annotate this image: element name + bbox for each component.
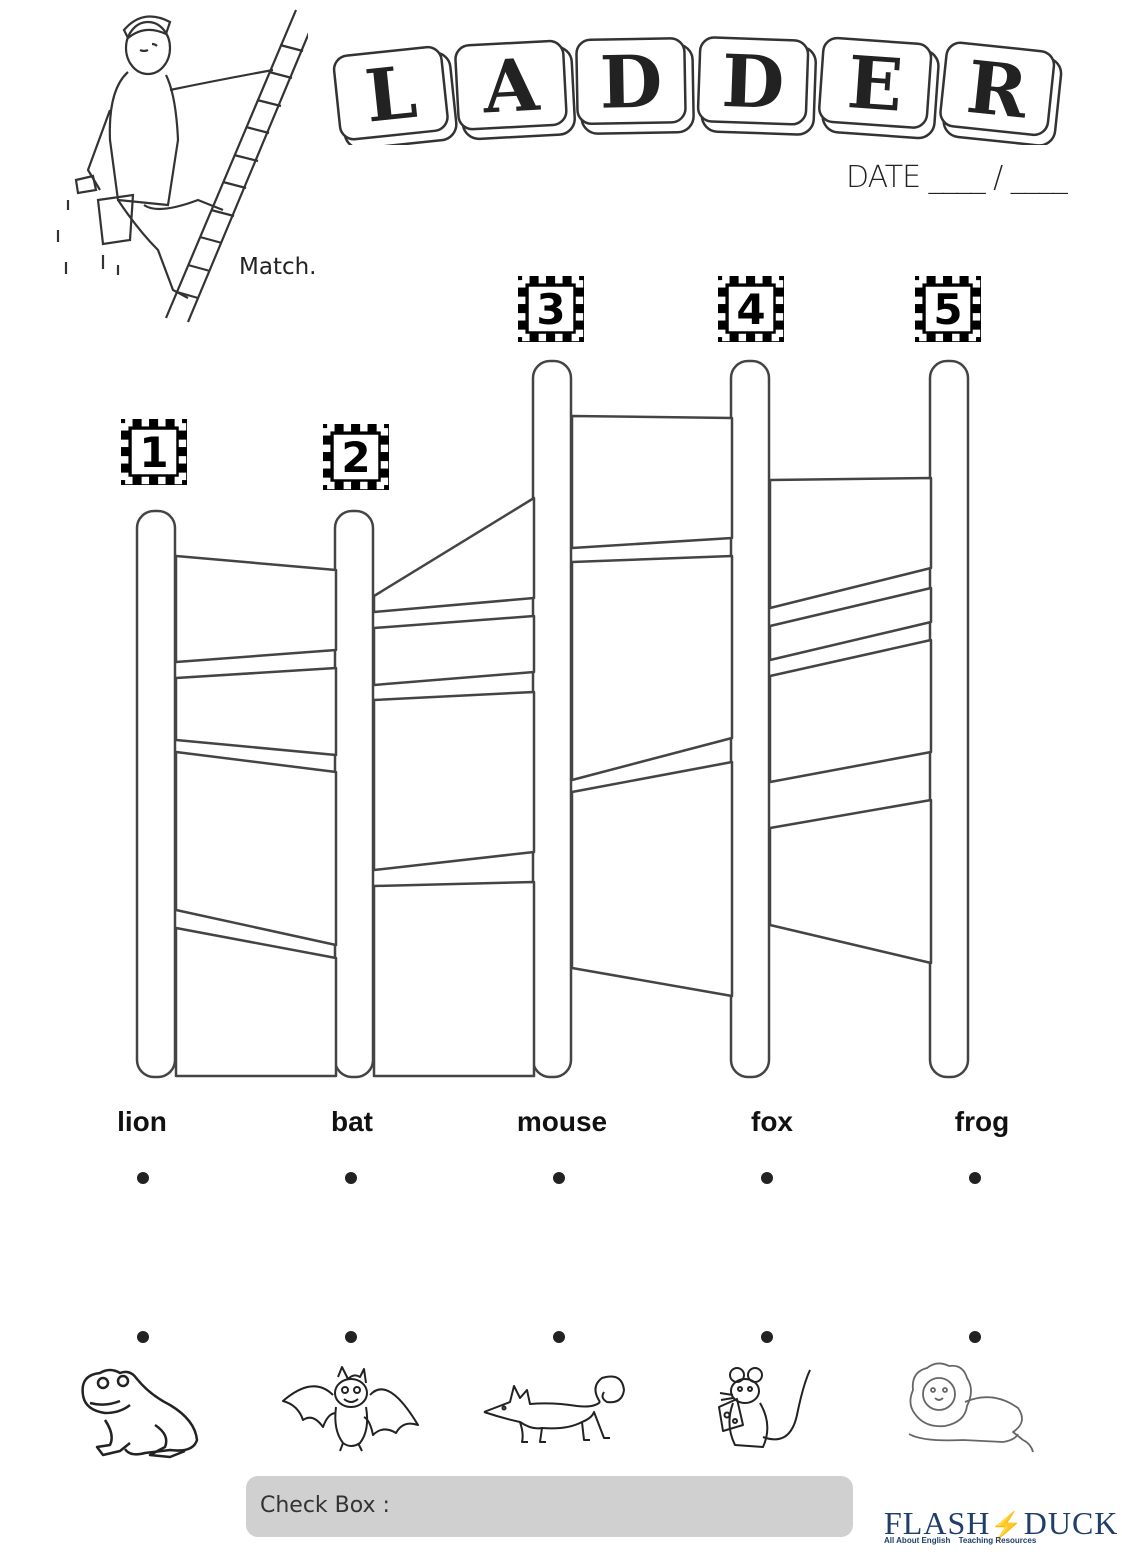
brand-name-part1: FLASH xyxy=(884,1505,991,1541)
title-block-6: R xyxy=(939,41,1063,145)
ladder-number-3: 3 xyxy=(536,285,565,334)
date-separator: / xyxy=(993,160,1003,195)
ladder-number-badge-1: 1 xyxy=(121,419,187,485)
ladder-rail-4 xyxy=(729,359,771,1079)
picture-dot-1[interactable] xyxy=(137,1331,149,1343)
picture-dot-2[interactable] xyxy=(345,1331,357,1343)
instruction-text: Match. xyxy=(239,254,317,280)
title-letter-2: A xyxy=(480,42,542,130)
brand-tagline-1: All About English xyxy=(884,1536,951,1545)
title-letter-1: L xyxy=(361,49,420,139)
ladder-number-1: 1 xyxy=(139,428,168,477)
date-blank-2[interactable]: ____ xyxy=(1010,160,1068,195)
fox-icon xyxy=(483,1375,625,1443)
picture-dot-4[interactable] xyxy=(761,1331,773,1343)
ladder-number-2: 2 xyxy=(341,433,370,482)
title-letter-5: E xyxy=(845,39,906,128)
title-block-4: D xyxy=(696,36,817,136)
title-letter-3: D xyxy=(599,38,663,124)
word-mouse: mouse xyxy=(516,1106,608,1137)
ladder-rail-5 xyxy=(928,359,970,1079)
date-blank-1[interactable]: ____ xyxy=(928,160,986,195)
picture-dot-3[interactable] xyxy=(553,1331,565,1343)
lightning-icon: ⚡ xyxy=(990,1511,1024,1540)
word-frog: frog xyxy=(954,1106,1010,1137)
lion-icon xyxy=(908,1362,1034,1453)
word-fox: fox xyxy=(751,1106,793,1137)
word-bat: bat xyxy=(331,1106,373,1137)
ladder-diagram: 1 2 3 4 5 xyxy=(121,276,981,1079)
flashduck-logo: FLASH⚡DUCK All About English Teaching Re… xyxy=(884,1505,1117,1551)
ladder-number-badge-3: 3 xyxy=(518,276,584,342)
word-dot-2[interactable] xyxy=(345,1172,357,1184)
ladder-number-4: 4 xyxy=(736,285,765,334)
title-block-2: A xyxy=(454,39,576,141)
title-block-3: D xyxy=(575,37,695,135)
word-dot-5[interactable] xyxy=(969,1172,981,1184)
check-box[interactable]: Check Box : xyxy=(246,1476,853,1537)
word-dot-3[interactable] xyxy=(553,1172,565,1184)
brand-tagline-2: Teaching Resources xyxy=(958,1536,1037,1545)
ladder-number-badge-4: 4 xyxy=(718,276,784,342)
date-line: DATE ____ / ____ xyxy=(846,160,1068,195)
word-dot-1[interactable] xyxy=(137,1172,149,1184)
ladder-rail-3 xyxy=(531,359,573,1079)
date-label: DATE xyxy=(846,160,921,195)
check-box-label: Check Box : xyxy=(260,1493,390,1518)
ladder-rail-2 xyxy=(333,509,375,1079)
ladder-number-badge-5: 5 xyxy=(915,276,981,342)
mouse-icon xyxy=(718,1367,811,1448)
frog-icon xyxy=(81,1368,199,1459)
bat-icon xyxy=(282,1366,419,1452)
ladder-rail-1 xyxy=(135,509,177,1079)
title-block-5: E xyxy=(818,36,940,140)
title-letter-4: D xyxy=(720,38,785,125)
ladder-number-5: 5 xyxy=(933,285,962,334)
ladder-number-badge-2: 2 xyxy=(323,424,389,490)
brand-name-part2: DUCK xyxy=(1023,1505,1119,1541)
word-dot-4[interactable] xyxy=(761,1172,773,1184)
painter-on-ladder-illustration xyxy=(56,9,308,323)
title-letter-6: R xyxy=(963,44,1033,135)
picture-dot-5[interactable] xyxy=(969,1331,981,1343)
word-lion: lion xyxy=(117,1106,167,1137)
title-block-1: L xyxy=(332,45,458,145)
